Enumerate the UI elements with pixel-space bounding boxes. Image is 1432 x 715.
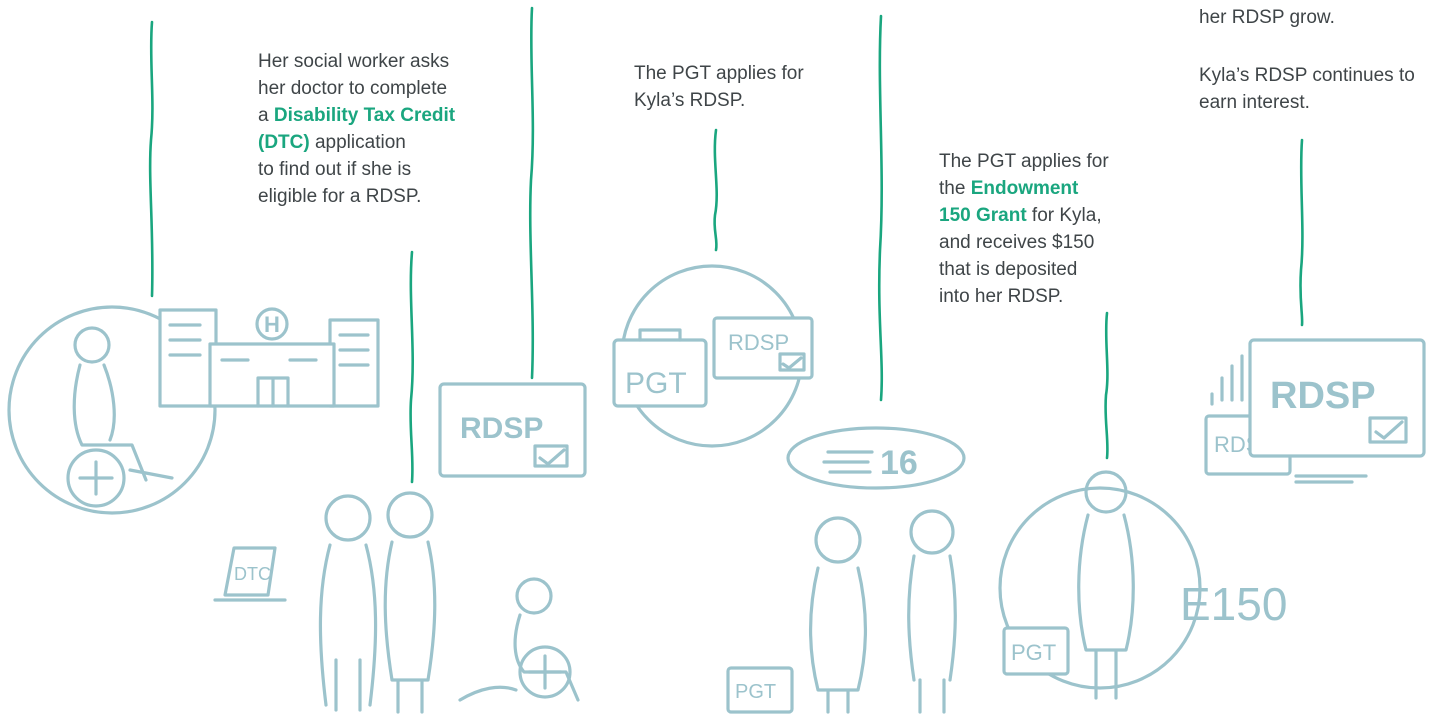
rdsp-growth-scene: RDS RDSP xyxy=(1204,338,1426,484)
dtc-abbreviation[interactable]: (DTC) xyxy=(258,132,310,153)
pgt-label: PGT xyxy=(1011,640,1056,665)
pgt-label: PGT xyxy=(625,367,687,400)
timeline-connectors xyxy=(148,6,1304,484)
interest-step-text: Kyla’s RDSP continues to earn interest. xyxy=(1199,65,1415,113)
dtc-link[interactable]: Disability Tax Credit xyxy=(273,105,456,126)
laptop-label: DTC xyxy=(234,564,271,584)
grant-label: E150 xyxy=(1180,578,1287,630)
pgt-label: PGT xyxy=(735,681,776,703)
age-sixteen-scene: 16 PGT xyxy=(726,426,966,714)
pgt-apply-text: The PGT applies for Kyla’s RDSP. xyxy=(634,63,804,111)
rdsp-label: RDSP xyxy=(1270,375,1376,417)
meeting-scene: DTC xyxy=(213,491,580,714)
endowment-step-text: The PGT applies for the Endowment 150 Gr… xyxy=(939,151,1109,307)
age-label: 16 xyxy=(880,444,918,482)
pgt-apply-scene: PGT RDSP xyxy=(612,264,814,448)
rdsp-label: RDSP xyxy=(460,412,543,445)
hospital-sign: H xyxy=(264,312,280,337)
dtc-step-text: Her social worker asks her doctor to com… xyxy=(258,51,456,207)
hospital-scene: H xyxy=(7,305,380,515)
growth-step-text: her RDSP grow. xyxy=(1199,7,1335,28)
endowment-scene: PGT E150 xyxy=(998,470,1287,700)
grant-link[interactable]: 150 Grant xyxy=(939,205,1027,226)
endowment-link[interactable]: Endowment xyxy=(970,178,1079,199)
rdsp-board-scene: RDSP xyxy=(438,382,587,478)
rdsp-label: RDSP xyxy=(728,330,789,355)
